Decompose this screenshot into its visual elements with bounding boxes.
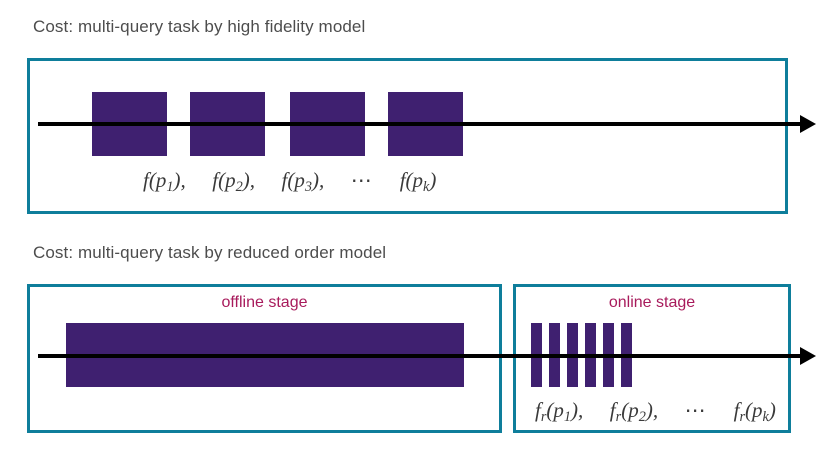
label-f-p1: f(p1), [143, 168, 186, 195]
label-ellipsis: ⋯ [684, 398, 708, 422]
label-f-p2: f(p2), [212, 168, 255, 195]
high-fidelity-frame [27, 58, 788, 214]
time-axis-high-fidelity [38, 122, 804, 126]
arrow-right-icon [800, 347, 816, 365]
label-f-pk: f(pk) [399, 168, 437, 195]
arrow-right-icon [800, 115, 816, 133]
time-axis-reduced-order [38, 354, 804, 358]
offline-stage-caption: offline stage [221, 294, 308, 311]
online-query-labels: fr(p1), fr(p2), ⋯ fr(pk) [535, 398, 776, 425]
label-f-p3: f(p3), [281, 168, 325, 195]
label-fr-p1: fr(p1), [535, 398, 584, 425]
high-fidelity-panel-title: Cost: multi-query task by high fidelity … [33, 17, 366, 36]
label-fr-pk: fr(pk) [733, 398, 776, 425]
online-stage-frame [513, 284, 791, 433]
label-ellipsis: ⋯ [350, 168, 374, 192]
offline-stage-frame [27, 284, 502, 433]
high-fidelity-query-labels: f(p1), f(p2), f(p3), ⋯ f(pk) [143, 168, 437, 195]
online-stage-caption: online stage [608, 294, 696, 311]
reduced-order-panel-title: Cost: multi-query task by reduced order … [33, 243, 387, 262]
label-fr-p2: fr(p2), [609, 398, 659, 425]
